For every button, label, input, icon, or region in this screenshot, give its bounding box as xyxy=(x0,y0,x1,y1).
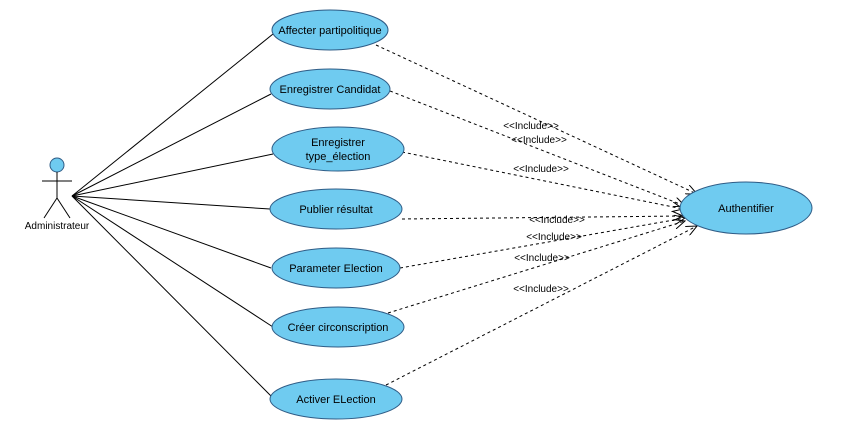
use-case-activer-election[interactable]: Activer ELection xyxy=(269,378,403,420)
association-lines xyxy=(71,33,274,397)
use-case-label: Enregistrer xyxy=(311,137,365,149)
use-case-label: Enregistrer Candidat xyxy=(280,84,381,96)
include-line-3 xyxy=(401,151,683,209)
association-line-5 xyxy=(71,195,272,269)
include-relationships: <<Include>> <<Include>> <<Include>> <<Inclu… xyxy=(375,44,697,386)
include-line-2 xyxy=(389,90,685,206)
include-stereotype-label: <<Include>> xyxy=(526,232,582,243)
use-case-ellipse xyxy=(271,9,389,51)
actor-leg-left xyxy=(43,197,58,219)
include-line-4 xyxy=(401,216,683,219)
use-case-label: Authentifier xyxy=(718,203,774,215)
use-case-ellipse xyxy=(269,378,403,420)
use-case-ellipse xyxy=(271,247,401,289)
actor-administrateur[interactable]: Administrateur xyxy=(25,157,90,232)
include-stereotype-label: <<Include>> xyxy=(514,253,570,264)
use-case-label: Publier résultat xyxy=(299,204,372,216)
use-case-enregistrer-candidat[interactable]: Enregistrer Candidat xyxy=(269,68,391,110)
include-line-1 xyxy=(375,44,697,194)
actor-head-icon xyxy=(49,157,65,173)
include-line-5 xyxy=(399,218,685,269)
include-stereotype-label: <<Include>> xyxy=(513,164,569,175)
association-line-3 xyxy=(71,153,274,197)
use-case-label: Affecter partipolitique xyxy=(278,25,381,37)
include-stereotype-label: <<Include>> xyxy=(529,215,585,226)
include-stereotype-label: <<Include>> xyxy=(513,284,569,295)
use-case-label: Activer ELection xyxy=(296,394,375,406)
use-case-ellipse xyxy=(271,306,405,348)
association-line-4 xyxy=(71,195,271,210)
include-stereotype-label: <<Include>> xyxy=(503,121,559,132)
association-line-6 xyxy=(71,195,274,328)
association-line-7 xyxy=(71,195,272,397)
use-case-label: Parameter Election xyxy=(289,263,383,275)
use-case-ellipse xyxy=(271,126,405,172)
include-line-7 xyxy=(385,226,697,386)
use-case-parameter-election[interactable]: Parameter Election xyxy=(271,247,401,289)
include-stereotype-label: <<Include>> xyxy=(511,135,567,146)
use-cases: Affecter partipolitique Enregistrer Cand… xyxy=(269,9,813,420)
actor-label: Administrateur xyxy=(25,221,90,232)
association-line-2 xyxy=(71,93,272,197)
use-case-label: Créer circonscription xyxy=(288,322,389,334)
use-case-affecter-partipolitique[interactable]: Affecter partipolitique xyxy=(271,9,389,51)
use-case-authentifier[interactable]: Authentifier xyxy=(679,181,813,235)
use-case-ellipse xyxy=(679,181,813,235)
use-case-ellipse xyxy=(269,188,403,230)
use-case-publier-resultat[interactable]: Publier résultat xyxy=(269,188,403,230)
use-case-label: type_élection xyxy=(306,151,371,163)
use-case-enregistrer-type-election[interactable]: Enregistrer type_élection xyxy=(271,126,405,172)
association-line-1 xyxy=(71,33,274,197)
use-case-creer-circonscription[interactable]: Créer circonscription xyxy=(271,306,405,348)
actor-leg-right xyxy=(56,197,71,219)
use-case-ellipse xyxy=(269,68,391,110)
include-line-6 xyxy=(387,221,685,314)
